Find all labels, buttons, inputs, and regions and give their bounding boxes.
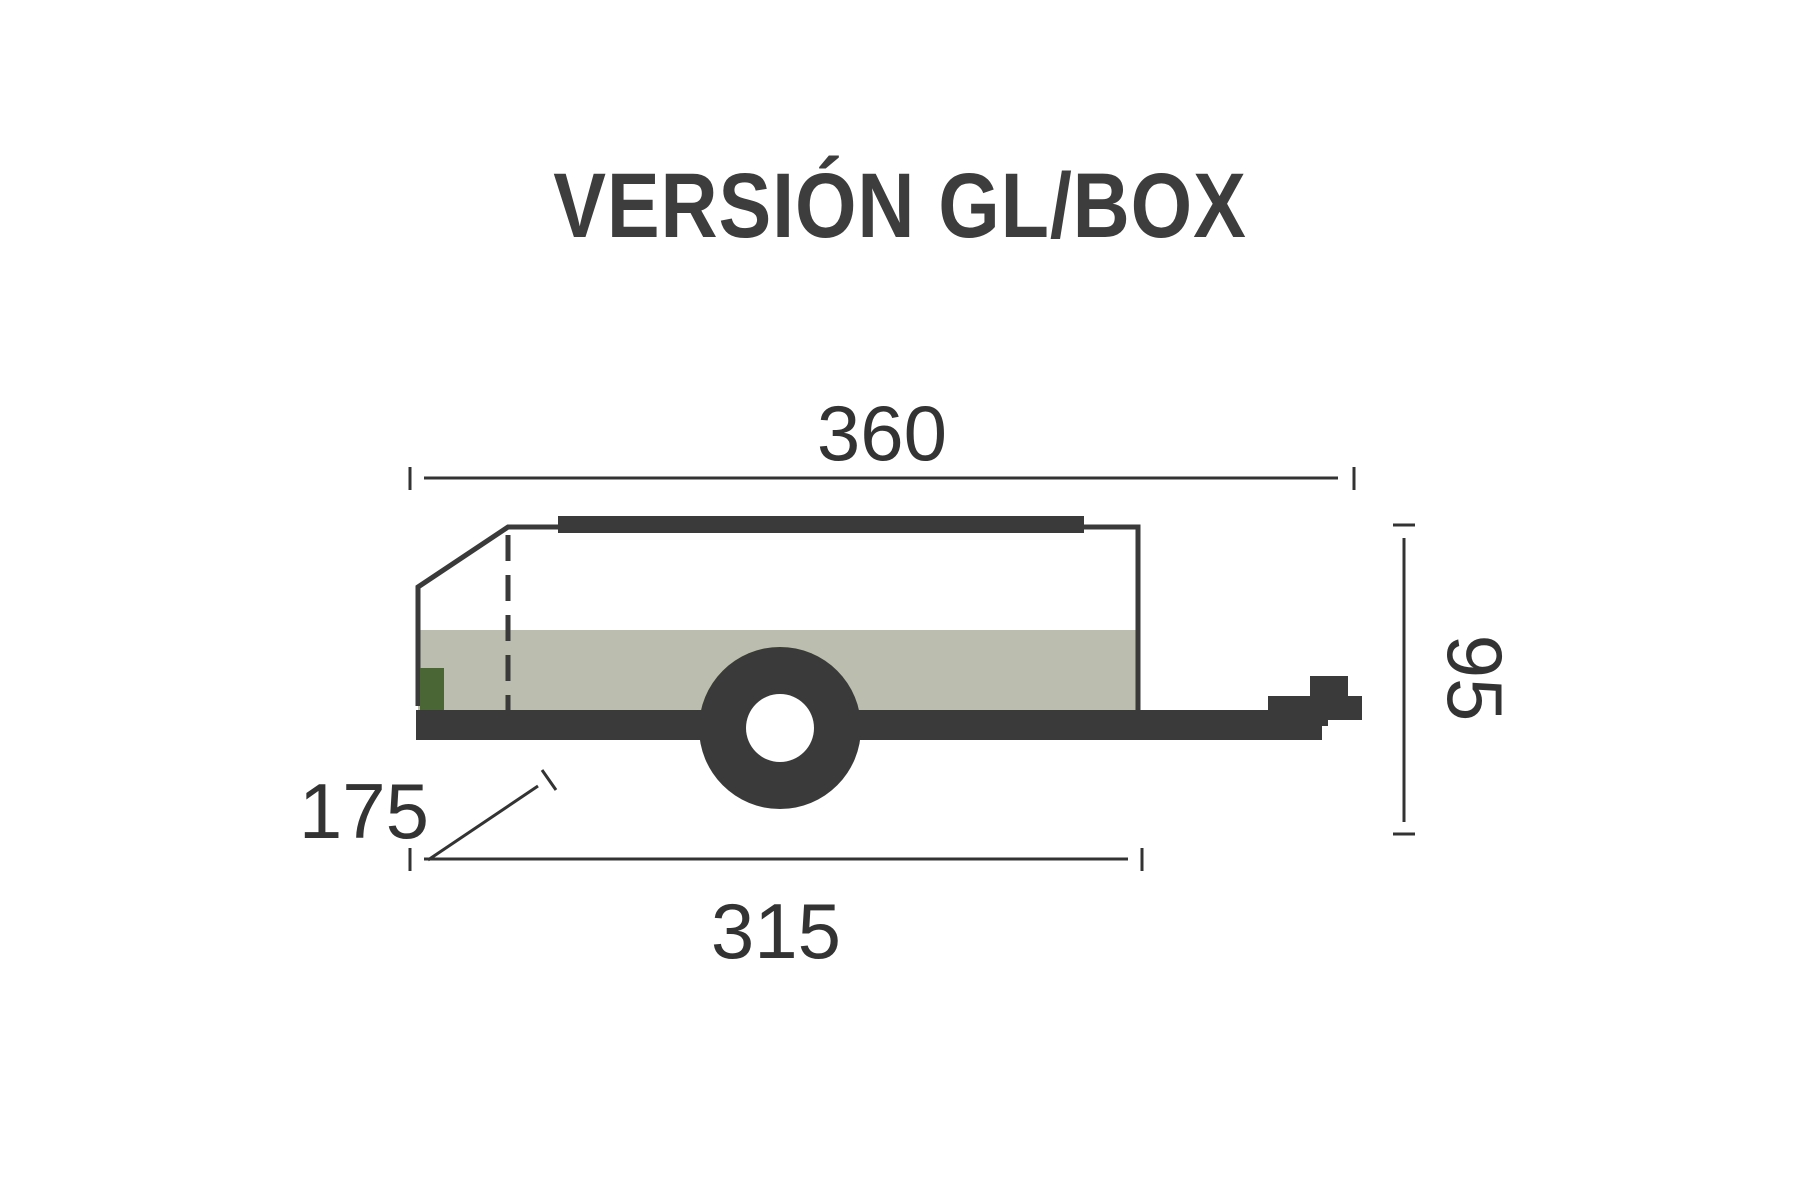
- top-rail: [558, 516, 1084, 533]
- hitch-body: [1268, 696, 1328, 726]
- tow-hitch: [1268, 676, 1362, 726]
- dim-label-height: 95: [1431, 635, 1519, 722]
- dim-tick-width: [540, 769, 558, 791]
- dimension-width: 175: [299, 767, 558, 862]
- dim-label-box-length: 315: [711, 887, 841, 975]
- dimension-height: 95: [1393, 523, 1519, 836]
- tail-light: [420, 668, 444, 710]
- dimension-overall-length: 360: [408, 389, 1356, 490]
- wheel: [699, 647, 861, 809]
- dim-label-overall-length: 360: [817, 389, 947, 477]
- diagram-title: VERSIÓN GL/BOX: [553, 155, 1247, 257]
- chassis-frame: [416, 710, 1322, 740]
- dim-line-width: [427, 784, 539, 862]
- box-outline: [415, 524, 1141, 710]
- hitch-tip: [1320, 696, 1362, 720]
- dim-label-width: 175: [299, 767, 429, 855]
- dimension-box-length: 315: [408, 848, 1144, 975]
- wheel-hub: [746, 694, 814, 762]
